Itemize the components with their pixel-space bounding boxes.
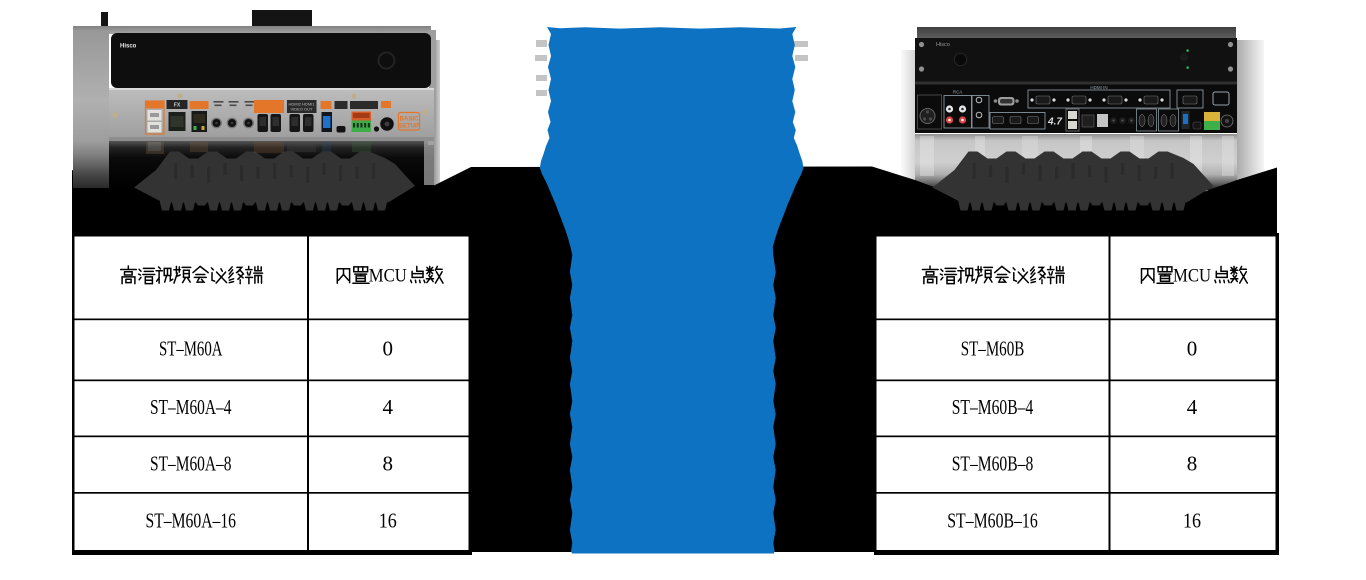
- svg-text:HDMI2 HDMI1: HDMI2 HDMI1: [288, 102, 315, 107]
- svg-text:MCU: MCU: [1173, 266, 1211, 286]
- svg-text:BASIC: BASIC: [400, 117, 419, 123]
- svg-text:ST–M60A–4: ST–M60A–4: [150, 395, 232, 419]
- svg-text:ST–M60A–8: ST–M60A–8: [150, 452, 232, 476]
- svg-text:16: 16: [379, 509, 397, 533]
- svg-text:16: 16: [1183, 509, 1201, 533]
- svg-text:HDMI IN: HDMI IN: [1090, 85, 1107, 90]
- svg-text:MCU: MCU: [369, 266, 407, 286]
- svg-text:0: 0: [383, 337, 394, 361]
- svg-text:Hisco: Hisco: [936, 42, 950, 48]
- svg-text:ST–M60B: ST–M60B: [961, 337, 1025, 361]
- svg-text:8: 8: [1187, 452, 1198, 476]
- svg-text:VIDEO OUT: VIDEO OUT: [290, 107, 313, 112]
- svg-text:Hisco: Hisco: [120, 44, 137, 50]
- svg-text:ST–M60B–8: ST–M60B–8: [952, 452, 1034, 476]
- svg-text:ST–M60B–4: ST–M60B–4: [952, 395, 1034, 419]
- svg-text:ST–M60A–16: ST–M60A–16: [146, 509, 237, 533]
- svg-text:8: 8: [383, 452, 394, 476]
- svg-text:4: 4: [1187, 395, 1198, 419]
- svg-text:ST–M60A: ST–M60A: [159, 337, 223, 361]
- svg-text:4: 4: [383, 395, 394, 419]
- svg-text:FX: FX: [174, 103, 181, 109]
- svg-text:RCA: RCA: [953, 90, 963, 95]
- svg-text:0: 0: [1187, 337, 1198, 361]
- svg-text:4.7: 4.7: [1047, 117, 1062, 128]
- svg-text:ST–M60B–16: ST–M60B–16: [947, 509, 1038, 533]
- svg-text:SETUP: SETUP: [399, 124, 419, 130]
